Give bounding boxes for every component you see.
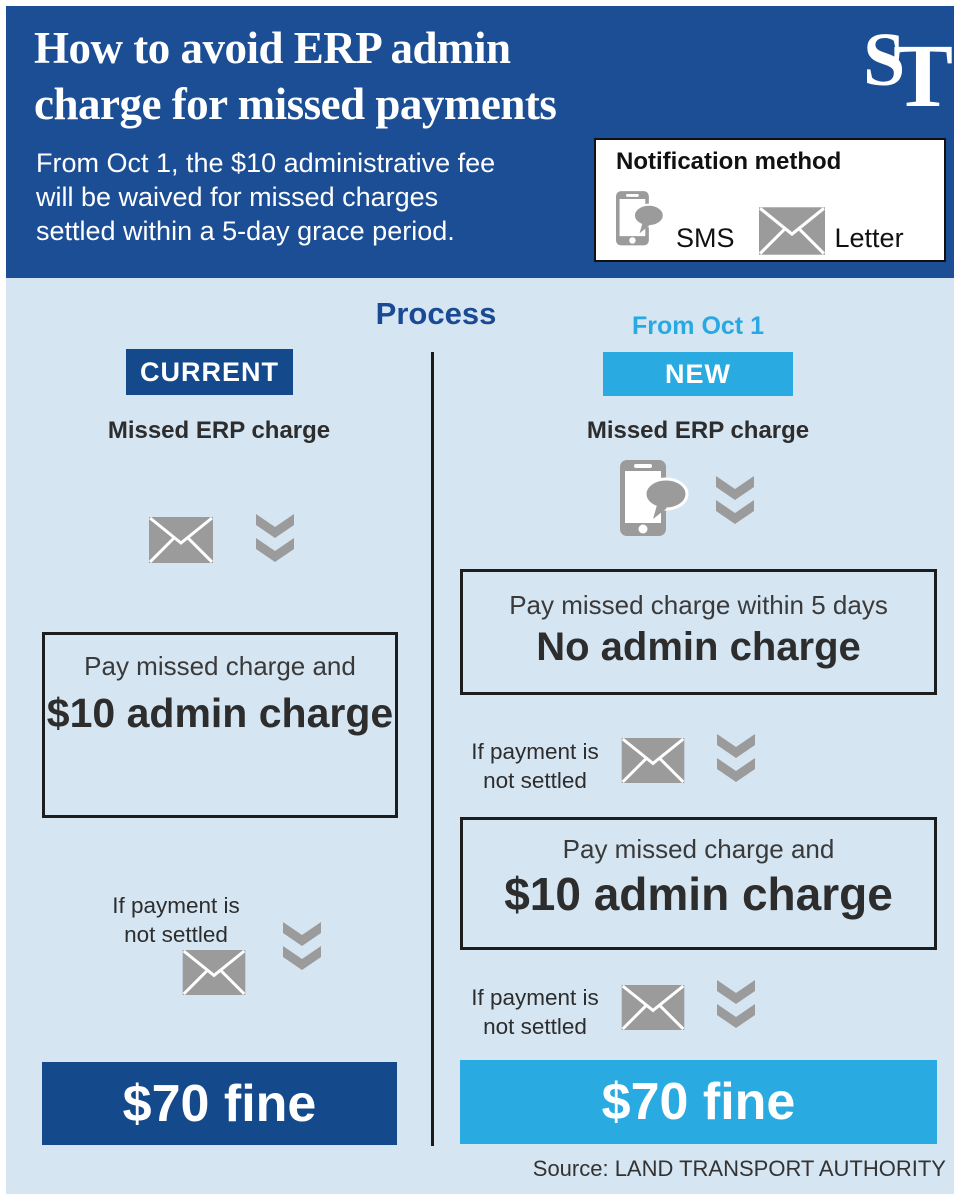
intro-text: From Oct 1, the $10 administrative fee w… bbox=[36, 146, 596, 248]
box-line-1: Pay missed charge and bbox=[84, 651, 356, 681]
from-oct-label: From Oct 1 bbox=[632, 312, 764, 340]
box-line-2: No admin charge bbox=[536, 625, 861, 669]
sms-label: SMS bbox=[676, 223, 735, 253]
missed-erp-charge-new: Missed ERP charge bbox=[586, 417, 810, 444]
envelope-icon bbox=[621, 738, 685, 783]
header-banner: How to avoid ERP admin charge for missed… bbox=[6, 6, 954, 278]
logo-letter-t: T bbox=[893, 27, 954, 126]
sms-phone-icon bbox=[616, 182, 666, 256]
notification-method-panel: Notification method SMS bbox=[594, 138, 946, 262]
envelope-icon bbox=[182, 950, 246, 995]
process-heading: Process bbox=[375, 296, 497, 331]
letter-envelope-icon bbox=[758, 206, 825, 256]
if-not-settled-note-new-1: If payment is not settled bbox=[460, 737, 610, 795]
column-divider bbox=[431, 352, 434, 1146]
logo-letter-s: S bbox=[863, 18, 906, 102]
if-note-line-1: If payment is bbox=[112, 893, 240, 918]
chevron-down-icon bbox=[256, 514, 294, 562]
intro-line-3: settled within a 5-day grace period. bbox=[36, 216, 455, 246]
if-note-line-2: not settled bbox=[483, 1014, 587, 1039]
new-badge: NEW bbox=[603, 352, 793, 396]
source-credit: Source: LAND TRANSPORT AUTHORITY bbox=[532, 1156, 946, 1181]
fine-banner-new: $70 fine bbox=[460, 1060, 937, 1144]
if-note-line-1: If payment is bbox=[471, 739, 599, 764]
if-not-settled-note-current: If payment is not settled bbox=[96, 891, 256, 949]
box-line-2: $10 admin charge bbox=[46, 690, 394, 736]
intro-line-2: will be waived for missed charges bbox=[36, 182, 439, 212]
chevron-down-icon bbox=[716, 476, 754, 524]
if-note-line-1: If payment is bbox=[471, 985, 599, 1010]
title-line-1: How to avoid ERP admin bbox=[34, 23, 511, 73]
notification-panel-title: Notification method bbox=[616, 148, 842, 175]
no-admin-charge-box: Pay missed charge within 5 days No admin… bbox=[460, 569, 937, 695]
phone-sms-icon bbox=[620, 460, 690, 538]
if-not-settled-note-new-2: If payment is not settled bbox=[460, 983, 610, 1041]
page-title: How to avoid ERP admin charge for missed… bbox=[34, 20, 674, 132]
current-badge: CURRENT bbox=[126, 349, 293, 395]
box-line-2: $10 admin charge bbox=[504, 868, 893, 920]
chevron-down-icon bbox=[717, 734, 755, 782]
straits-times-logo: S T bbox=[863, 22, 953, 122]
process-canvas bbox=[6, 278, 954, 1194]
if-note-line-2: not settled bbox=[124, 922, 228, 947]
admin-charge-box-current: Pay missed charge and $10 admin charge bbox=[42, 632, 398, 818]
envelope-icon bbox=[149, 517, 213, 563]
chevron-down-icon bbox=[717, 980, 755, 1028]
letter-label: Letter bbox=[834, 223, 904, 253]
if-note-line-2: not settled bbox=[483, 768, 587, 793]
box-line-1: Pay missed charge and bbox=[562, 834, 835, 864]
fine-banner-current: $70 fine bbox=[42, 1062, 397, 1145]
admin-charge-box-new: Pay missed charge and $10 admin charge bbox=[460, 817, 937, 950]
title-line-2: charge for missed payments bbox=[34, 79, 557, 129]
intro-line-1: From Oct 1, the $10 administrative fee bbox=[36, 148, 496, 178]
chevron-down-icon bbox=[283, 922, 321, 970]
missed-erp-charge-current: Missed ERP charge bbox=[107, 417, 331, 444]
envelope-icon bbox=[621, 985, 685, 1030]
box-line-1: Pay missed charge within 5 days bbox=[509, 590, 888, 620]
